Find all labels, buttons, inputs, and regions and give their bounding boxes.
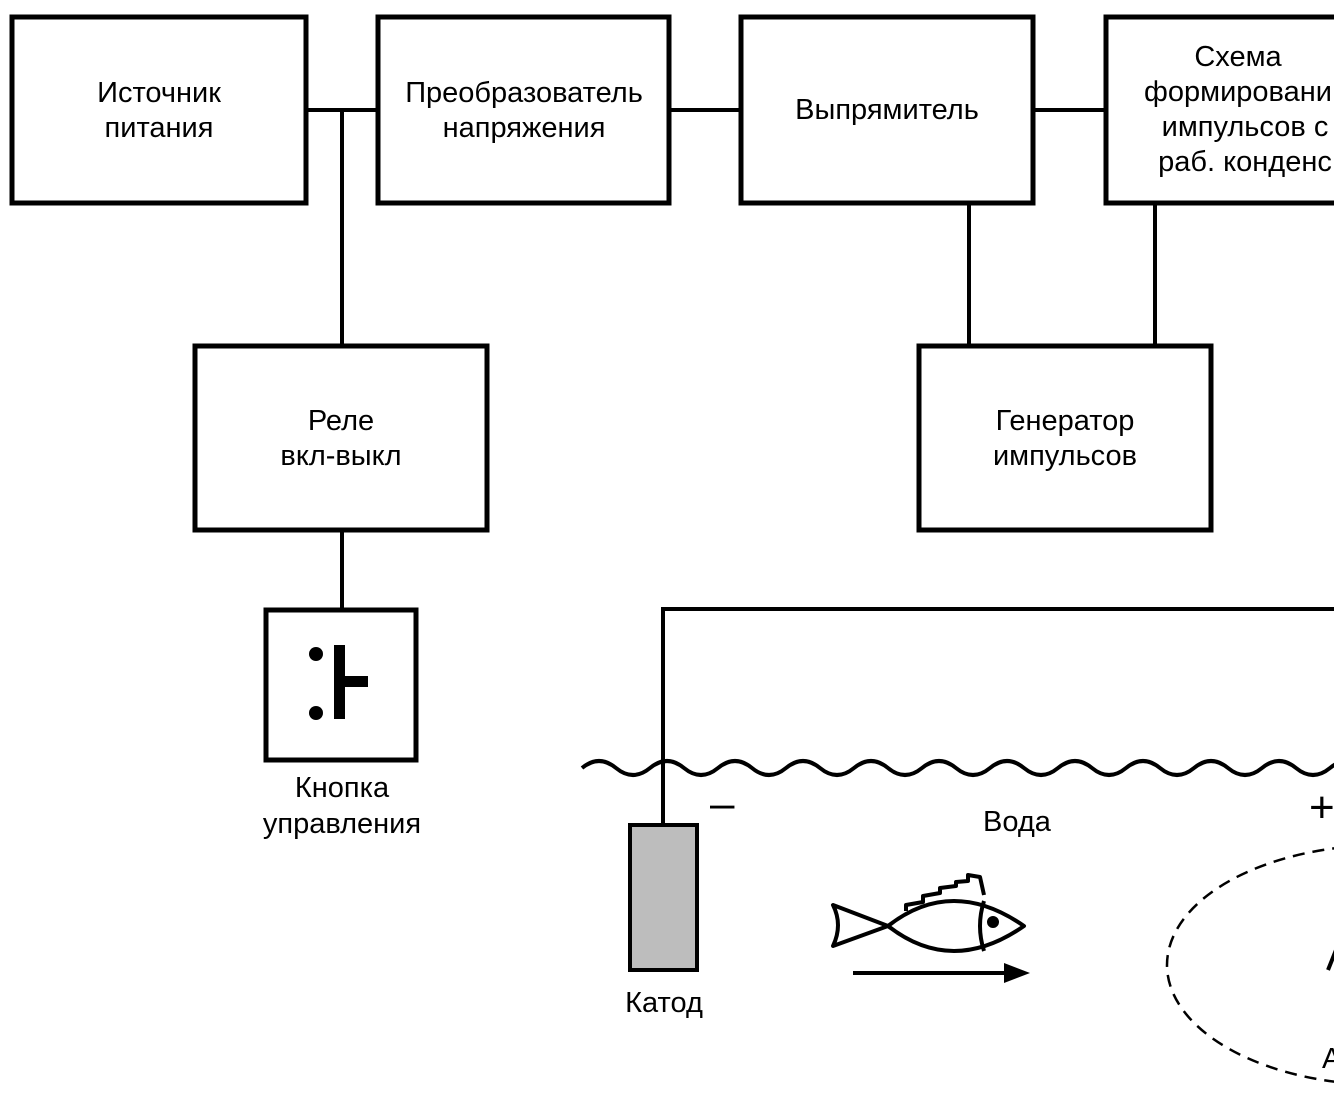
block-pulse-generator: Генератор импульсов	[916, 343, 1214, 533]
block-voltage-converter: Преобразователь напряжения	[375, 14, 672, 206]
block-label-line: Генератор	[996, 405, 1135, 437]
block-label-line: Преобразователь	[405, 77, 643, 109]
block-label-line: формировани	[1144, 76, 1332, 108]
anode-label-partial: А	[1322, 1043, 1334, 1075]
minus-sign: –	[710, 779, 735, 828]
block-pulse-shaper: Схема формировани импульсов с раб. конде…	[1103, 14, 1334, 206]
button-caption-line: Кнопка	[295, 772, 390, 804]
block-label-line: раб. конденс	[1158, 146, 1332, 178]
block-relay: Реле вкл-выкл	[192, 343, 490, 533]
cathode-label: Катод	[625, 987, 703, 1019]
block-label-line: питания	[105, 112, 214, 144]
block-rectifier: Выпрямитель	[738, 14, 1036, 206]
connection-lines	[306, 108, 1334, 880]
button-bar	[334, 645, 345, 719]
plus-sign: +	[1309, 783, 1334, 832]
wire-cathode	[661, 607, 1334, 880]
button-caption-line: управления	[263, 808, 421, 840]
block-label-line: напряжения	[443, 112, 606, 144]
block-label-line: импульсов с	[1162, 111, 1329, 143]
water-surface-wave	[580, 759, 1334, 777]
water-label: Вода	[983, 806, 1052, 838]
block-label-line: импульсов	[993, 440, 1137, 472]
anode-symbol-partial	[1326, 949, 1334, 971]
fish-icon	[831, 873, 1026, 953]
anode-field-boundary	[1165, 847, 1334, 1083]
control-button	[263, 607, 419, 763]
block-label-line: вкл-выкл	[280, 440, 401, 472]
button-plunger	[344, 676, 368, 687]
cathode-electrode	[628, 823, 699, 972]
block-label-line: Схема	[1194, 41, 1282, 73]
direction-arrow	[853, 963, 1030, 983]
button-contact-dot	[309, 647, 323, 661]
block-power-source: Источник питания	[9, 14, 309, 206]
block-label-line: Реле	[308, 405, 374, 437]
button-contact-dot	[309, 706, 323, 720]
block-label-line: Источник	[97, 77, 221, 109]
block-label-line: Выпрямитель	[795, 94, 979, 126]
